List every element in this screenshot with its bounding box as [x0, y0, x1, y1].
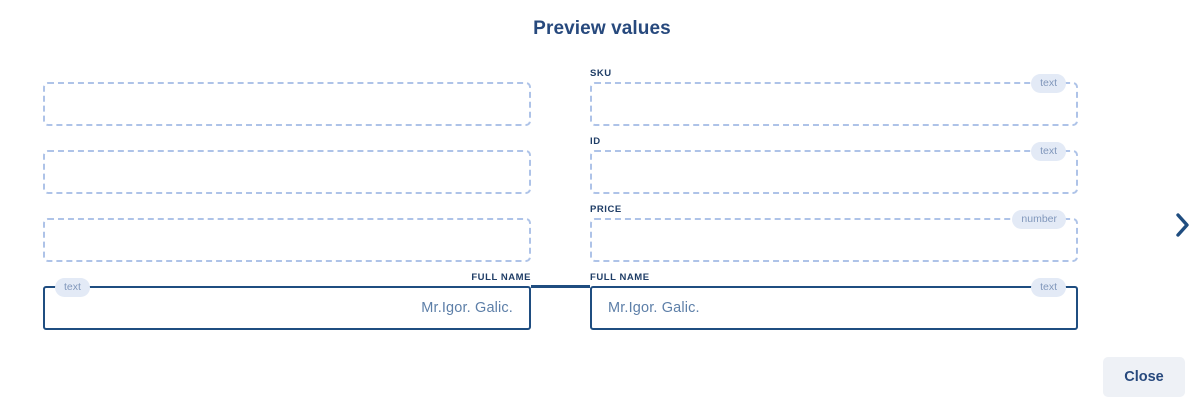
- field-value: Mr.Igor. Galic.: [421, 300, 513, 316]
- field-mapping-connector: [531, 285, 590, 288]
- field-row: ID text: [590, 134, 1078, 194]
- field-label: FULL NAME: [590, 272, 650, 283]
- close-button[interactable]: Close: [1103, 357, 1185, 397]
- field-row: SKU text: [590, 66, 1078, 126]
- page-title: Preview values: [533, 18, 671, 39]
- field-type-badge: text: [1031, 74, 1066, 93]
- field-input-placeholder[interactable]: [43, 82, 531, 126]
- field-type-badge: text: [55, 278, 90, 297]
- field-row: [43, 134, 531, 194]
- field-label: FULL NAME: [471, 272, 531, 283]
- field-input-placeholder[interactable]: text: [590, 142, 1078, 194]
- field-label: SKU: [590, 68, 612, 79]
- field-input-placeholder[interactable]: [43, 150, 531, 194]
- field-type-badge: text: [1031, 278, 1066, 297]
- chevron-right-icon[interactable]: [1172, 208, 1194, 242]
- field-input-placeholder[interactable]: [43, 218, 531, 262]
- field-row: PRICE number: [590, 202, 1078, 262]
- field-value: Mr.Igor. Galic.: [608, 300, 700, 316]
- field-input-placeholder[interactable]: text: [590, 74, 1078, 126]
- field-type-badge: number: [1012, 210, 1066, 229]
- field-type-badge: text: [1031, 142, 1066, 161]
- field-row: [43, 202, 531, 262]
- field-label: PRICE: [590, 204, 622, 215]
- field-row: [43, 66, 531, 126]
- field-input-placeholder[interactable]: number: [590, 210, 1078, 262]
- field-label: ID: [590, 136, 601, 147]
